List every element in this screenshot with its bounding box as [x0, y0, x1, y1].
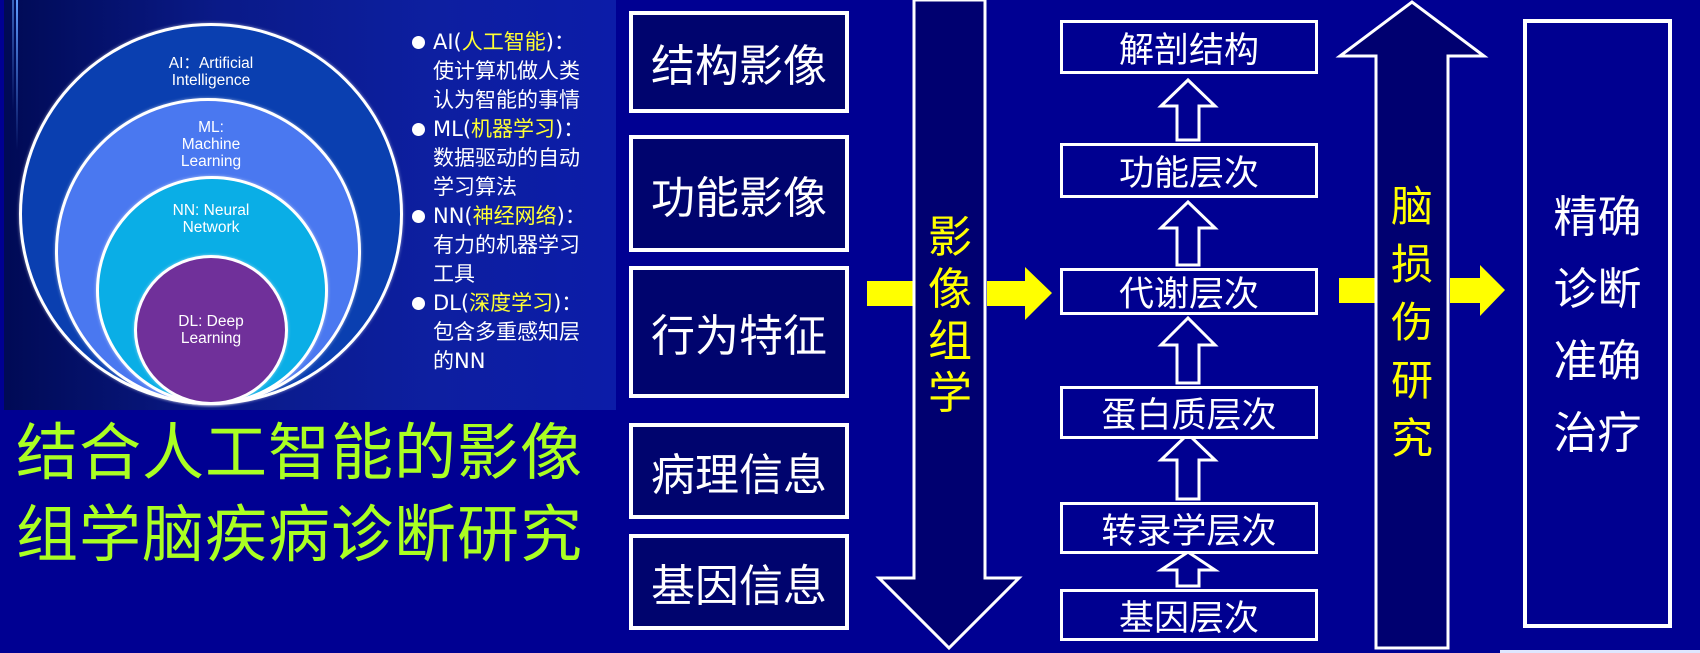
dl-circle-label: DL: Deep Learning [111, 313, 311, 347]
dl-circle [134, 255, 288, 405]
punct: )： [555, 117, 585, 141]
input-box-structural-imaging: 结构影像 [629, 11, 849, 113]
level-metabolism: 代谢层次 [1060, 268, 1318, 315]
label-line: NN: Neural [172, 202, 250, 219]
desc-line: 包含多重感知层 [433, 320, 580, 344]
bullet-icon [412, 297, 425, 310]
label-line: AI：Artificial [168, 55, 254, 72]
input-box-pathology: 病理信息 [629, 423, 849, 519]
term: 神经网络 [472, 204, 557, 228]
level-transcription: 转录学层次 [1060, 502, 1318, 554]
yellow-right-arrow-icon [987, 267, 1052, 320]
ai-definitions-list: AI(人工智能)： 使计算机做人类 认为智能的事情 ML(机器学习)： 数据驱动… [410, 28, 610, 376]
down-arrow-icon [875, 0, 1023, 651]
term: 深度学习 [469, 291, 554, 315]
outcome-line: 诊断 [1553, 264, 1642, 315]
input-box-genetic: 基因信息 [629, 534, 849, 630]
abbr: DL( [433, 291, 470, 315]
radiomics-char: 像 [928, 264, 972, 315]
level-gene: 基因层次 [1060, 589, 1318, 641]
punct: )： [556, 204, 586, 228]
outcome-text: 精确 诊断 准确 治疗 [1523, 182, 1672, 470]
punct: )： [545, 30, 575, 54]
abbr: NN( [433, 204, 473, 228]
desc-line: 学习算法 [433, 175, 517, 199]
definition-ai: AI(人工智能)： 使计算机做人类 认为智能的事情 [410, 28, 610, 115]
radiomics-char: 学 [928, 368, 972, 419]
label-line: Network [182, 219, 240, 236]
ml-circle-label: ML: Machine Learning [111, 119, 311, 170]
level-up-arrows [1156, 77, 1220, 588]
desc-line: 数据驱动的自动 [433, 146, 580, 170]
abbr: ML( [433, 117, 472, 141]
decorative-streak [12, 0, 14, 110]
level-protein: 蛋白质层次 [1060, 386, 1318, 439]
up-arrow-icon [1157, 77, 1219, 142]
input-box-behavior: 行为特征 [629, 266, 849, 398]
bottom-edge-line [1500, 650, 1700, 653]
yellow-arrow-shaft-icon [867, 281, 914, 306]
nn-circle-label: NN: Neural Network [111, 202, 311, 236]
input-box-functional-imaging: 功能影像 [629, 135, 849, 252]
up-arrow-icon [1157, 315, 1219, 385]
desc-line: 使计算机做人类 [433, 59, 580, 83]
outcome-line: 准确 [1553, 336, 1642, 387]
label-line: Learning [180, 153, 242, 170]
label-line: ML: [198, 119, 224, 136]
punct: )： [553, 291, 583, 315]
up-arrow-big-icon [1335, 0, 1489, 650]
up-arrow-icon [1156, 550, 1220, 588]
radiomics-char: 组 [928, 316, 972, 367]
label-line: Intelligence [171, 72, 251, 89]
label-line: Machine [181, 136, 241, 153]
bullet-icon [412, 36, 425, 49]
outcome-line: 精确 [1553, 192, 1642, 243]
radiomics-label: 影 像 组 学 [920, 212, 980, 420]
bullet-icon [412, 123, 425, 136]
radiomics-char: 影 [928, 212, 972, 263]
label-line: DL: Deep [178, 313, 244, 330]
research-char: 脑 [1390, 182, 1433, 231]
desc-line: 认为智能的事情 [433, 88, 580, 112]
research-char: 损 [1390, 240, 1433, 289]
level-anatomy: 解剖结构 [1060, 20, 1318, 74]
ai-circle-label: AI：Artificial Intelligence [111, 55, 311, 89]
research-char: 究 [1390, 414, 1433, 463]
outcome-box [1523, 19, 1672, 628]
slide-title-line-2: 组学脑疾病诊断研究 [16, 498, 584, 571]
abbr: AI( [433, 30, 462, 54]
research-char: 伤 [1390, 298, 1433, 347]
desc-line: 工具 [433, 262, 475, 286]
bullet-icon [412, 210, 425, 223]
definition-dl: DL(深度学习)： 包含多重感知层 的NN [410, 289, 610, 376]
definition-ml: ML(机器学习)： 数据驱动的自动 学习算法 [410, 115, 610, 202]
yellow-arrow-shaft-icon [1339, 278, 1379, 303]
up-arrow-icon [1157, 431, 1219, 501]
definition-nn: NN(神经网络)： 有力的机器学习 工具 [410, 202, 610, 289]
yellow-right-arrow-icon [1450, 265, 1505, 316]
desc-line: 的NN [433, 349, 486, 373]
brain-injury-research-label: 脑 损 伤 研 究 [1382, 178, 1442, 468]
research-char: 研 [1390, 356, 1433, 405]
outcome-line: 治疗 [1553, 408, 1642, 459]
term: 人工智能 [461, 30, 546, 54]
label-line: Learning [180, 330, 242, 347]
level-function: 功能层次 [1060, 143, 1318, 198]
desc-line: 有力的机器学习 [433, 233, 580, 257]
slide-title-line-1: 结合人工智能的影像 [16, 416, 584, 489]
up-arrow-icon [1157, 199, 1219, 267]
decorative-streak [16, 0, 18, 150]
term: 机器学习 [471, 117, 556, 141]
